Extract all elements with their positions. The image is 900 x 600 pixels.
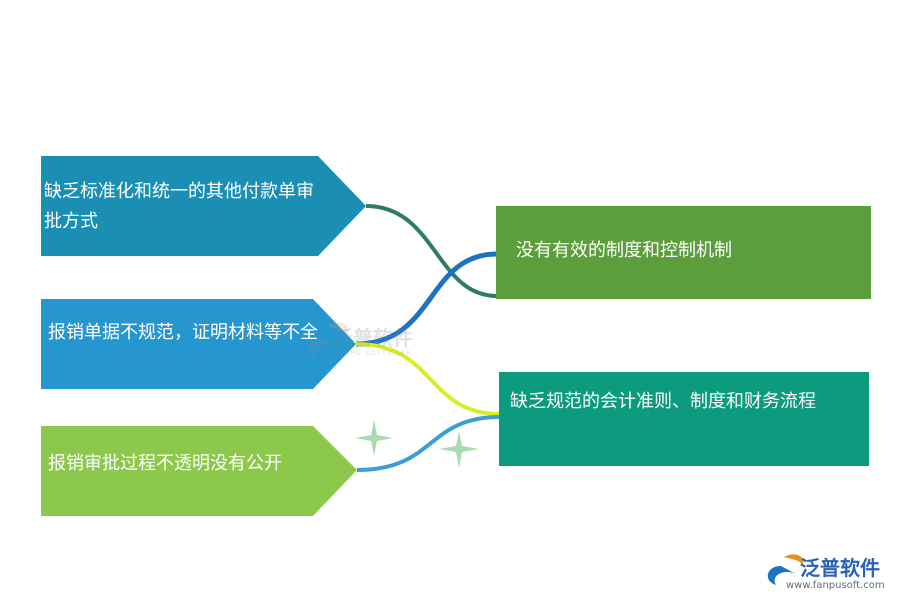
- sparkle-star-icon: [355, 420, 393, 456]
- connector-l2-r2: [355, 342, 501, 416]
- connector-l2-r1: [355, 251, 498, 347]
- watermark-subtext: FANPU SOFTWARE: [334, 349, 412, 357]
- left-shape-1: [41, 156, 366, 256]
- fanpu-logo-icon: [767, 554, 804, 585]
- right-box-1: [496, 206, 871, 299]
- connector-l3-r2: [356, 415, 501, 472]
- logo-name: 泛普软件: [800, 556, 880, 580]
- watermark-emblem-icon: [308, 322, 349, 360]
- logo-url: www.fanpusoft.com: [786, 580, 885, 591]
- sparkle-star-icon: [439, 431, 479, 468]
- connector-l1-r1: [365, 204, 498, 298]
- left-shape-2: [41, 299, 356, 389]
- right-item-2-text: 缺乏规范的会计准则、制度和财务流程: [510, 391, 816, 412]
- right-item-1-text: 没有有效的制度和控制机制: [516, 240, 732, 261]
- left-shape-3: [41, 426, 357, 516]
- watermark-text: 泛普软件: [333, 326, 413, 350]
- right-box-2: [499, 372, 869, 466]
- left-item-2-text: 报销单据不规范，证明材料等不全: [48, 322, 318, 343]
- left-item-1-text: 缺乏标准化和统一的其他付款单审批方式: [44, 181, 314, 232]
- left-item-3-text: 报销审批过程不透明没有公开: [48, 453, 282, 474]
